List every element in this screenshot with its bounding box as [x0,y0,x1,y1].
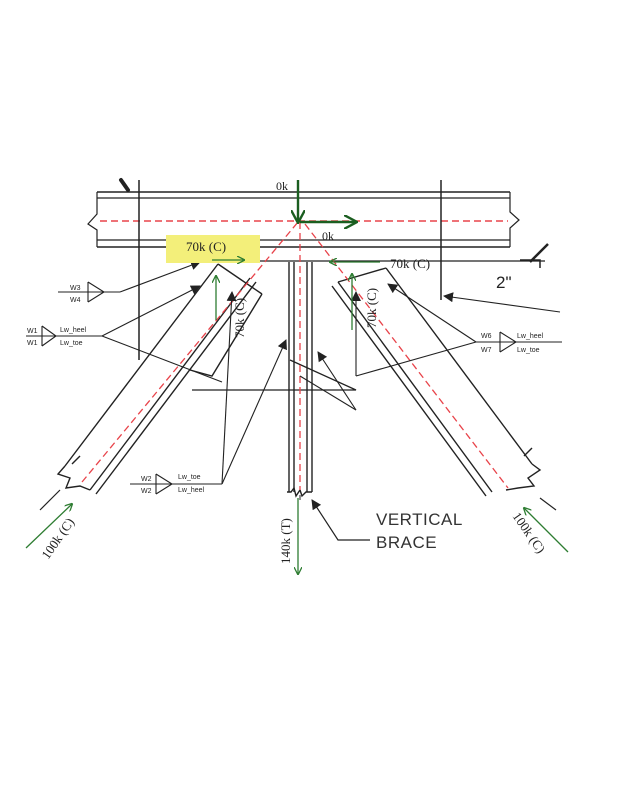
right-side-leader [443,292,561,313]
vertical-brace-leader [311,499,370,541]
dimension-label: 2" [496,273,512,292]
dimension-2in [520,243,549,268]
weld-w7-label: W7 [481,347,492,354]
right-brace-leader [539,497,557,511]
force-left-gusset-horizontal: 70k (C) [186,239,226,254]
weld-symbol-w6-w7 [351,283,562,377]
force-vertical-brace: 140k (T) [278,518,293,564]
weld-symbol-w2 [130,291,287,495]
vertical-brace-label-line1: VERTICAL [376,510,463,529]
force-arrow-right-brace [524,508,569,553]
weld-w2a-label: W2 [141,476,152,483]
force-top-vertical: 0k [276,179,288,193]
gusset-leader [299,375,357,411]
weld-w6-label: W6 [481,333,492,340]
force-left-brace: 100k (C) [38,515,77,562]
weld-w2b-label: W2 [141,488,152,495]
beam [87,191,520,248]
right-diagonal-brace [331,267,542,497]
weld-symbol-w3-w4 [58,260,201,303]
force-right-gusset-vertical: 70k (C) [364,288,379,328]
weld-bottom-toe-label: Lw_toe [178,474,201,481]
left-brace-centerline [81,221,299,483]
weld-left-toe-label: Lw_toe [60,340,83,347]
left-brace-leader [39,489,61,511]
column-flanges [138,180,442,360]
force-left-gusset-vertical: 70k (C) [232,298,247,338]
force-right-brace: 100k (C) [510,509,549,556]
pencil-mark-icon [119,178,130,192]
weld-right-heel-label: Lw_heel [517,333,544,340]
weld-bottom-heel-label: Lw_heel [178,487,205,494]
right-brace-centerline [304,223,509,489]
gusset-leader-2 [317,351,357,411]
weld-w1a-label: W1 [27,328,38,335]
weld-w3-label: W3 [70,285,81,292]
force-right-gusset-horizontal: 70k (C) [390,256,430,271]
vertical-brace-label-line2: BRACE [376,533,437,552]
weld-left-heel-label: Lw_heel [60,327,87,334]
force-top-horizontal: 0k [322,229,334,243]
vertical-brace [287,262,313,500]
force-arrow-left-brace [25,504,72,549]
weld-symbol-w1 [26,285,223,383]
weld-w4-label: W4 [70,297,81,304]
weld-right-toe-label: Lw_toe [517,347,540,354]
weld-w1b-label: W1 [27,340,38,347]
